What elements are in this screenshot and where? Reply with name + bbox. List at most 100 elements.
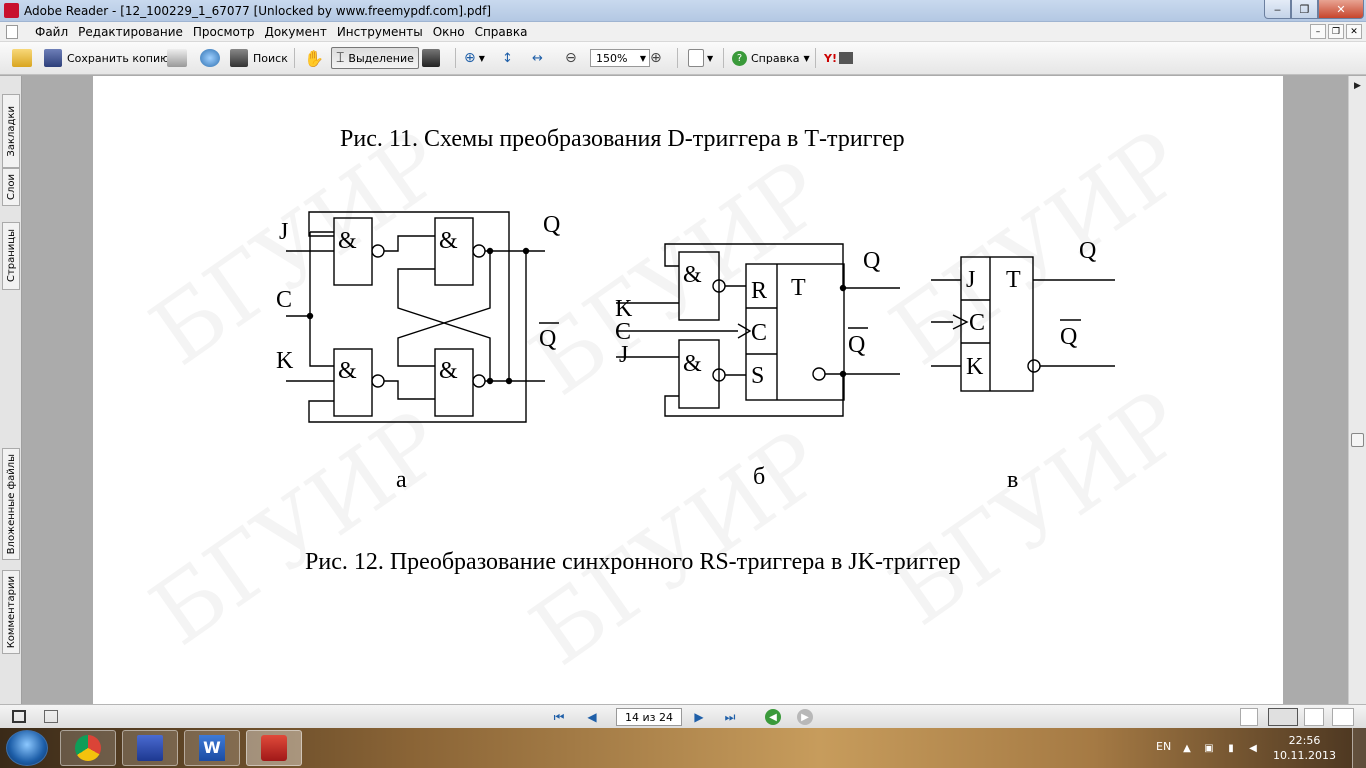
signal-strength-icon[interactable]: ▮ bbox=[1228, 742, 1234, 754]
help-button[interactable]: ? Справка ▼ bbox=[732, 47, 810, 69]
search-button[interactable]: Поиск bbox=[230, 47, 288, 69]
zoom-select[interactable]: 150% ▼ bbox=[590, 47, 650, 69]
fit-width-button[interactable]: ↔ bbox=[532, 47, 543, 69]
volume-icon[interactable]: ◀ bbox=[1249, 742, 1257, 754]
yahoo-badge-icon bbox=[838, 52, 853, 64]
first-page-button[interactable]: ⏮ bbox=[553, 709, 565, 724]
menu-bar: Файл Редактирование Просмотр Документ Ин… bbox=[0, 22, 1366, 42]
scroll-thumb[interactable] bbox=[1351, 433, 1364, 447]
facing-view-button[interactable] bbox=[1304, 708, 1324, 726]
snapshot-button[interactable] bbox=[422, 47, 440, 69]
taskbar-word[interactable]: W bbox=[184, 730, 240, 766]
page-size-icon[interactable] bbox=[44, 710, 58, 723]
doc-minimize-button[interactable]: – bbox=[1310, 24, 1326, 39]
start-button[interactable] bbox=[6, 730, 48, 766]
inverter-bubble bbox=[472, 244, 486, 258]
restore-button[interactable]: ❐ bbox=[1291, 0, 1318, 19]
navigation-panel: Закладки Слои Страницы Вложенные файлы К… bbox=[0, 76, 22, 704]
menu-document[interactable]: Документ bbox=[264, 25, 327, 39]
document-window-controls: – ❐ ✕ bbox=[1310, 24, 1362, 39]
device-icon[interactable]: ▣ bbox=[1204, 742, 1214, 754]
continuous-facing-view-button[interactable] bbox=[1332, 708, 1354, 726]
email-button[interactable] bbox=[200, 47, 220, 69]
system-clock[interactable]: 22:56 10.11.2013 bbox=[1273, 733, 1336, 763]
tray-expand-icon[interactable]: ▲ bbox=[1183, 742, 1191, 754]
zoom-tool-button[interactable]: ⊕ ▼ bbox=[464, 47, 485, 69]
hand-icon: ✋ bbox=[304, 48, 324, 68]
clock-date: 10.11.2013 bbox=[1273, 749, 1336, 762]
taskbar-adobe-reader[interactable] bbox=[246, 730, 302, 766]
vertical-scrollbar[interactable]: ▶ bbox=[1348, 76, 1366, 704]
next-page-button[interactable]: ▶ bbox=[694, 710, 704, 724]
go-forward-button[interactable]: ▶ bbox=[797, 709, 813, 725]
menu-help[interactable]: Справка bbox=[474, 25, 528, 39]
menu-edit[interactable]: Редактирование bbox=[78, 25, 183, 39]
output-label-q: Q bbox=[1079, 238, 1096, 264]
subfigure-label-c: в bbox=[1007, 467, 1018, 493]
hand-tool-button[interactable]: ✋ bbox=[304, 47, 324, 69]
yahoo-toolbar-button[interactable]: Y! bbox=[824, 47, 853, 69]
tab-comments[interactable]: Комментарии bbox=[2, 570, 20, 654]
adobe-reader-icon bbox=[4, 3, 19, 18]
last-page-button[interactable]: ⏭ bbox=[724, 709, 736, 724]
input-label-j: J bbox=[279, 219, 288, 245]
panel-toggle-icon[interactable] bbox=[12, 710, 26, 723]
menu-file[interactable]: Файл bbox=[35, 25, 69, 39]
help-label: Справка bbox=[751, 51, 800, 65]
input-label-c: C bbox=[615, 319, 631, 345]
show-desktop-button[interactable] bbox=[1352, 728, 1366, 768]
menu-window[interactable]: Окно bbox=[432, 25, 465, 39]
select-tool-button[interactable]: ⌶ Выделение bbox=[331, 47, 419, 69]
zoom-level-value: 150% bbox=[596, 51, 628, 65]
go-back-button[interactable]: ◀ bbox=[765, 709, 781, 725]
page-number-field[interactable]: 14 из 24 bbox=[616, 708, 682, 726]
taskbar-save-app[interactable] bbox=[122, 730, 178, 766]
toolbar-separator bbox=[815, 48, 816, 68]
chevron-down-icon: ▼ bbox=[707, 53, 714, 63]
minimize-button[interactable]: ‒ bbox=[1264, 0, 1291, 19]
rs-trigger-block bbox=[745, 263, 845, 401]
menu-view[interactable]: Просмотр bbox=[192, 25, 255, 39]
menu-tools[interactable]: Инструменты bbox=[336, 25, 423, 39]
previous-page-button[interactable]: ◀ bbox=[587, 710, 597, 724]
system-tray: EN ▲ ▣ ▮ ◀ 22:56 10.11.2013 bbox=[1126, 728, 1366, 768]
pdf-page[interactable]: БГУИР БГУИР БГУИР БГУИР БГУИР БГУИР Рис.… bbox=[93, 76, 1283, 704]
zoom-in-button[interactable]: ⊕ bbox=[650, 47, 662, 69]
document-icon[interactable] bbox=[6, 25, 18, 39]
gate-label: & bbox=[338, 358, 357, 384]
continuous-view-button[interactable] bbox=[1268, 708, 1298, 726]
language-indicator[interactable]: EN bbox=[1156, 740, 1172, 753]
zoom-out-button[interactable]: ⊖ bbox=[565, 47, 577, 69]
single-page-view-button[interactable] bbox=[1240, 708, 1258, 726]
output-label-qbar: Q bbox=[1060, 324, 1077, 350]
taskbar-chrome[interactable] bbox=[60, 730, 116, 766]
tab-layers[interactable]: Слои bbox=[2, 168, 20, 206]
scroll-up-arrow-icon[interactable]: ▶ bbox=[1354, 81, 1361, 91]
input-label-k: K bbox=[966, 354, 984, 380]
adobe-reader-icon bbox=[261, 735, 287, 761]
chevron-down-icon: ▼ bbox=[478, 53, 485, 63]
gate-label: & bbox=[439, 228, 458, 254]
open-button[interactable] bbox=[12, 47, 32, 69]
save-copy-button[interactable]: Сохранить копию bbox=[44, 47, 169, 69]
text-cursor-icon: ⌶ bbox=[336, 50, 345, 66]
window-controls: ‒ ❐ ✕ bbox=[1264, 0, 1364, 19]
fit-height-button[interactable]: ↕ bbox=[502, 47, 513, 69]
tab-bookmarks[interactable]: Закладки bbox=[2, 94, 20, 168]
page-display-button[interactable]: ▼ bbox=[688, 47, 713, 69]
print-button[interactable] bbox=[167, 47, 187, 69]
close-button[interactable]: ✕ bbox=[1318, 0, 1364, 19]
tab-pages[interactable]: Страницы bbox=[2, 222, 20, 290]
tab-attachments-label: Вложенные файлы bbox=[5, 453, 17, 555]
page-layout-icon bbox=[688, 49, 704, 67]
binoculars-icon bbox=[230, 49, 248, 67]
gate-label: & bbox=[338, 228, 357, 254]
output-label-q: Q bbox=[543, 212, 560, 238]
document-viewport[interactable]: БГУИР БГУИР БГУИР БГУИР БГУИР БГУИР Рис.… bbox=[23, 76, 1348, 704]
jk-trigger-block bbox=[960, 256, 1034, 392]
output-label-qbar: Q bbox=[539, 326, 556, 352]
tab-attachments[interactable]: Вложенные файлы bbox=[2, 448, 20, 560]
doc-close-button[interactable]: ✕ bbox=[1346, 24, 1362, 39]
zoom-level-field[interactable]: 150% ▼ bbox=[590, 49, 650, 67]
doc-restore-button[interactable]: ❐ bbox=[1328, 24, 1344, 39]
